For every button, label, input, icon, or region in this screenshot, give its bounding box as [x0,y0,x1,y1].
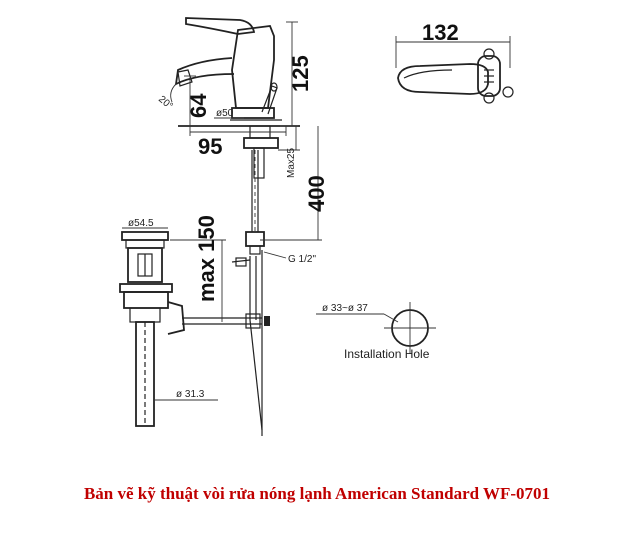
dim-hole-range-label: ø 33~ø 37 [322,303,368,314]
faucet-base [231,107,275,119]
mounting-nut [243,137,279,149]
dim-max150-label: max 150 [194,215,219,302]
dim-o313-label: ø 31.3 [176,389,205,400]
faucet-side-view [174,17,300,436]
top-lift-knob [502,86,514,98]
hose-fitting [249,245,261,255]
drain-collar [125,239,165,249]
faucet-spout [174,57,235,86]
lever-handle [185,17,256,35]
top-body [477,55,501,97]
drain-flange [121,231,169,241]
shank-rod [253,147,265,179]
installation-hole-view [316,302,436,354]
faucet-top-view [395,36,514,104]
drain-pivot-body [167,301,185,335]
top-cold-indicator [483,92,495,104]
installation-hole-label: Installation Hole [344,347,430,361]
lift-rod [261,85,278,115]
drain-tube-upper [129,307,161,323]
dim-132-label: 132 [422,20,459,45]
faucet-body [231,25,275,109]
dim-angle-label: 20° [156,94,175,112]
dim-95-label: 95 [198,134,222,159]
top-hot-indicator [483,48,495,60]
pop-up-drain [119,231,185,427]
dim-400-label: 400 [304,175,329,212]
pivot-clip [245,313,261,329]
dim-angle-arc [170,83,177,103]
drawing-caption: Bản vẽ kỹ thuật vòi rửa nóng lạnh Americ… [83,484,551,503]
hole-leader [383,313,399,323]
dim-o50-label: ø50 [216,108,234,119]
pivot-rod-angled [249,319,263,431]
dim-thread-leader [263,251,287,259]
dim-125-label: 125 [288,55,313,92]
hose-nut [245,231,265,247]
drain-nut-1 [119,283,173,293]
dim-o545-label: ø54.5 [128,218,154,229]
top-handle [397,63,489,95]
dim-thread-label: G 1/2" [288,254,316,265]
linkage-arm [231,259,251,263]
aerator [177,69,193,87]
dim-64-label: 64 [186,93,211,118]
drain-body [127,247,163,283]
technical-drawing: 132 125 64 95 400 max 150 Max25 20° ø50 … [119,17,514,436]
top-handle-detail [403,69,453,79]
lift-rod-knob [270,82,278,92]
linkage-clip [235,257,247,267]
pivot-screw [264,316,270,326]
dimension-lines [122,21,322,401]
drain-nut-2 [123,291,169,309]
dim-max25-label: Max25 [286,148,297,178]
